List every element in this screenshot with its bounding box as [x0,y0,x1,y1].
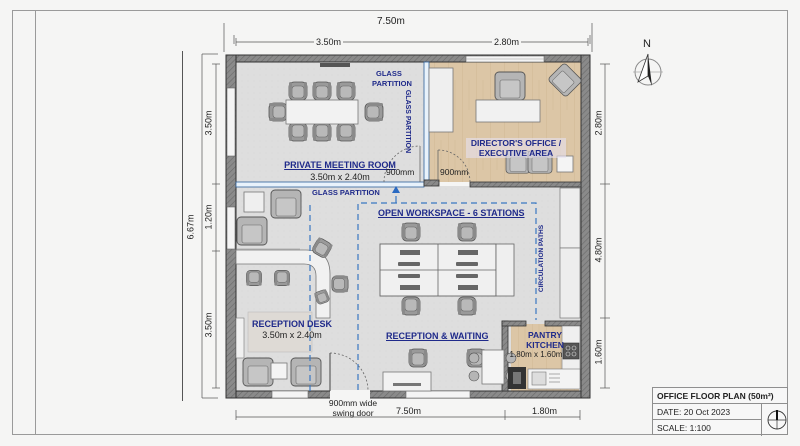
label-reception-waiting: RECEPTION & WAITING [386,331,489,341]
plan-title: OFFICE FLOOR PLAN (50m²) [653,388,787,404]
label-director-2: EXECUTIVE AREA [466,148,566,158]
label-pantry-2: KITCHEN [526,340,564,350]
dim-right-bottom: 1.60m [593,337,604,367]
label-meeting-size: 3.50m x 2.40m [310,172,370,182]
title-block-divider [761,404,762,436]
note-glass-2: PARTITION [372,79,412,88]
label-reception-desk-size: 3.50m x 2.40m [262,330,322,340]
drawing-margin-line [35,10,36,435]
label-reception-desk: RECEPTION DESK [252,319,333,329]
dim-right-top: 2.80m [593,108,604,138]
dim-left-mid: 1.20m [203,202,214,232]
note-circulation: CIRCULATION PATHS [538,224,546,293]
label-pantry-size: 1.80m x 1.60m [509,350,563,359]
dim-top-overall: 7.50m [377,16,405,27]
plan-scale: SCALE: 1:100 [657,423,711,433]
north-compass-icon [767,410,787,430]
title-block: OFFICE FLOOR PLAN (50m²) DATE: 20 Oct 20… [652,387,788,436]
north-label: N [643,38,651,50]
note-door-director: 900mm [440,167,469,177]
dim-right-mid: 4.80m [593,235,604,265]
dim-left-top: 3.50m [203,108,214,138]
dim-top-right: 2.80m [492,37,522,47]
note-glass-1: GLASS [376,69,402,78]
drawing-border [12,10,788,435]
note-entry-door-2: swing door [332,408,374,418]
dim-bottom-right: 1.80m [530,406,560,416]
dim-left-bottom: 3.50m [203,310,214,340]
label-meeting-room: PRIVATE MEETING ROOM [284,160,396,170]
dim-left-overall: 6.67m [185,212,196,242]
dim-top-left: 3.50m [314,37,344,47]
note-glass-horizontal: GLASS PARTITION [312,188,380,197]
note-glass-vertical: GLASS PARTITION [404,89,412,154]
label-workspace: OPEN WORKSPACE - 6 STATIONS [378,208,525,218]
plan-date: DATE: 20 Oct 2023 [653,404,761,420]
label-director-1: DIRECTOR'S OFFICE / [466,138,566,148]
label-pantry-1: PANTRY [528,330,562,340]
note-entry-door-1: 900mm wide [328,398,378,408]
north-arrow-icon [633,53,663,86]
note-door-meeting: 900mm [386,167,415,177]
dim-bottom-overall: 7.50m [394,406,424,416]
